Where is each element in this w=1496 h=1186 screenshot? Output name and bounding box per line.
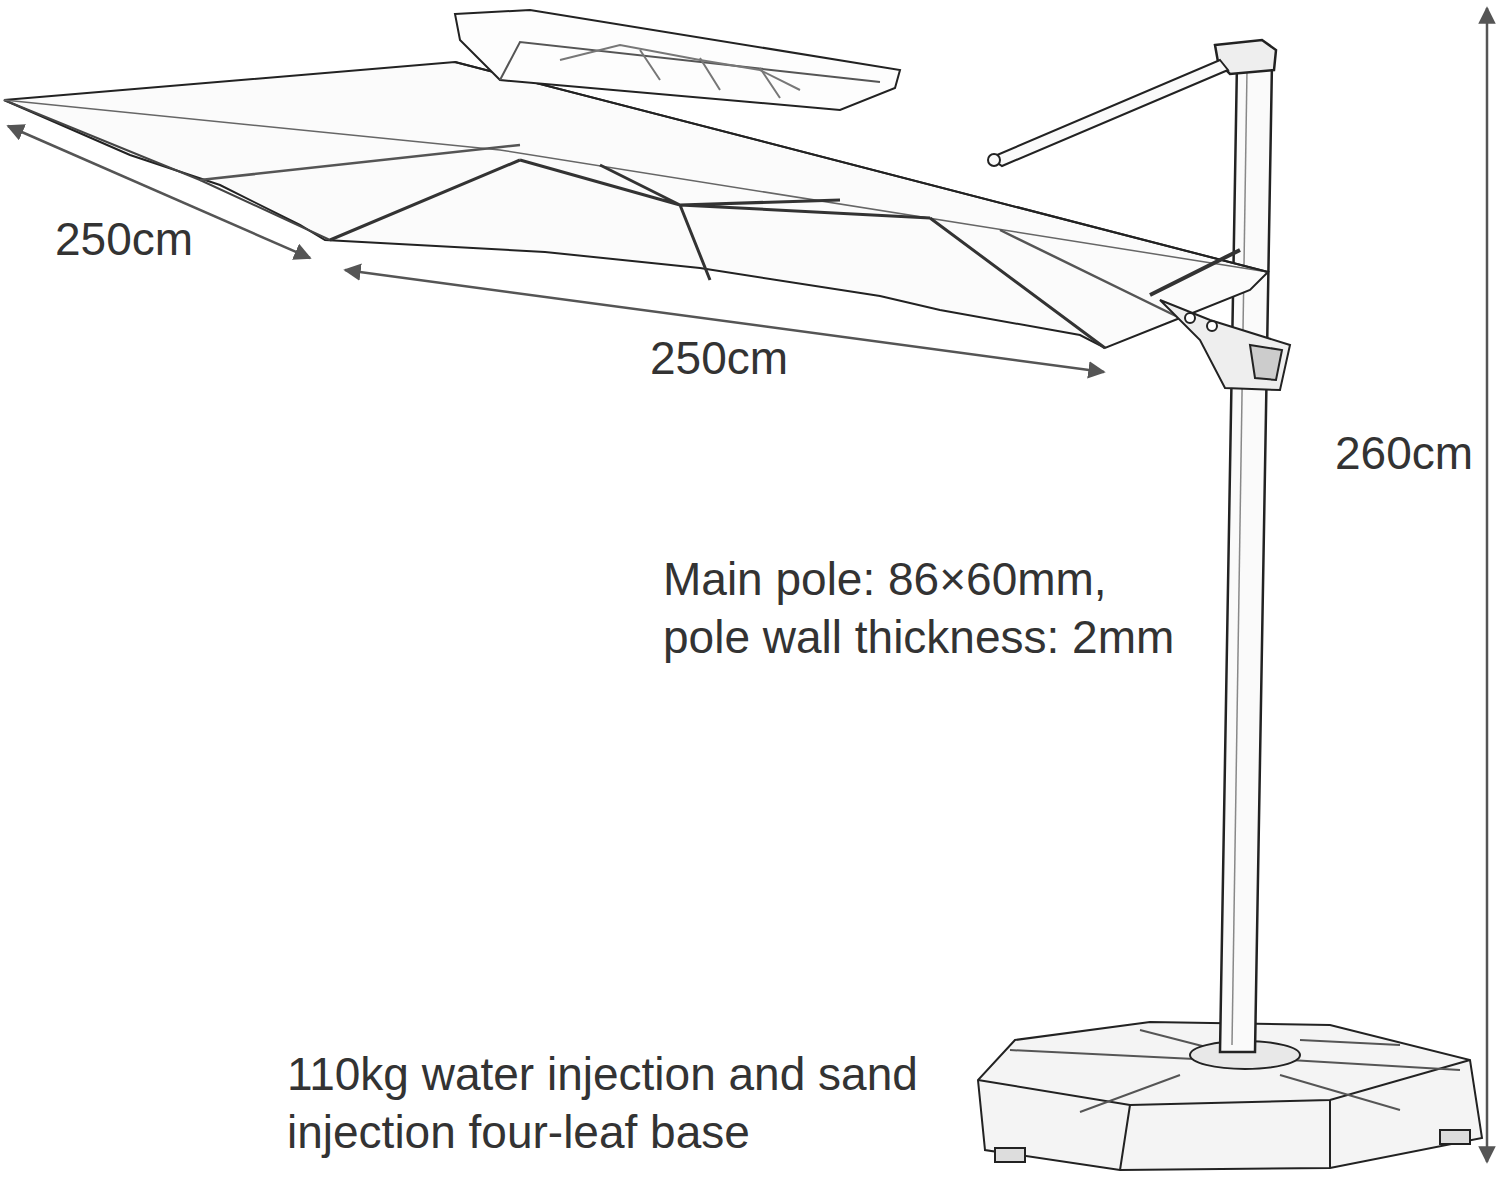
spec-note: Main pole: 86×60mm, pole wall thickness:… — [663, 550, 1203, 666]
dimension-label: 250cm — [650, 329, 788, 387]
dimension-label: 260cm — [1335, 424, 1473, 482]
canopy — [4, 62, 1290, 390]
wind-vent — [455, 10, 900, 110]
support-strut — [988, 60, 1228, 166]
main-pole — [1215, 40, 1276, 1052]
base-note: 110kg water injection and sand injection… — [287, 1045, 977, 1161]
crank-handle — [1160, 300, 1290, 390]
dimension-lines — [8, 8, 1487, 1162]
dimension-label: 250cm — [55, 210, 193, 268]
